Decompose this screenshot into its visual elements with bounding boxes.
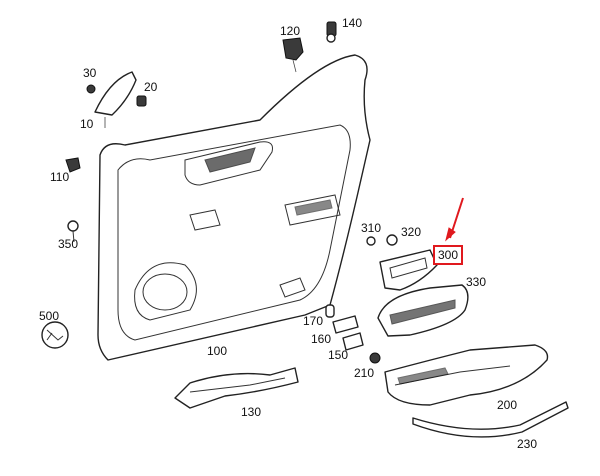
clip-part-20	[136, 95, 147, 107]
bracket-part-130	[174, 367, 299, 409]
callout-140: 140	[342, 16, 363, 30]
callout-20: 20	[144, 80, 158, 94]
callout-310: 310	[361, 221, 382, 235]
clip-part-170	[325, 304, 335, 318]
switch-bezel-part-300	[379, 249, 438, 291]
callout-210: 210	[354, 366, 375, 380]
clip-part-140	[326, 21, 337, 43]
callout-300-highlighted: 300	[433, 245, 464, 265]
highlight-arrow	[445, 197, 464, 242]
callout-30: 30	[83, 66, 97, 80]
door-panel-part-100	[97, 54, 371, 361]
cover-part-160	[332, 315, 359, 334]
callout-230: 230	[517, 437, 538, 451]
grommet-part-30	[86, 84, 96, 94]
screw-part-350	[67, 220, 79, 243]
callout-110: 110	[50, 170, 70, 184]
callout-100: 100	[207, 344, 228, 358]
callout-330: 330	[466, 275, 487, 289]
tool-symbol-500	[41, 321, 69, 349]
callout-150: 150	[328, 348, 349, 362]
callout-160: 160	[311, 332, 332, 346]
armrest-part-200	[384, 344, 549, 406]
callout-170: 170	[303, 314, 324, 328]
clip-part-320	[386, 234, 398, 246]
screw-part-310	[366, 236, 376, 246]
callout-130: 130	[241, 405, 262, 419]
callout-320: 320	[401, 225, 422, 239]
clip-part-110	[65, 157, 81, 173]
knob-part-210	[369, 352, 381, 364]
callout-500: 500	[39, 309, 60, 323]
cap-part-150	[342, 332, 364, 351]
callout-350: 350	[58, 237, 79, 251]
callout-10: 10	[80, 117, 94, 131]
trim-strip-part-230	[412, 401, 569, 438]
mirror-trim-part-10	[94, 71, 137, 128]
trim-frame-part-330	[377, 284, 469, 337]
callout-120: 120	[280, 24, 301, 38]
connector-part-120	[282, 37, 304, 73]
callout-200: 200	[497, 398, 518, 412]
